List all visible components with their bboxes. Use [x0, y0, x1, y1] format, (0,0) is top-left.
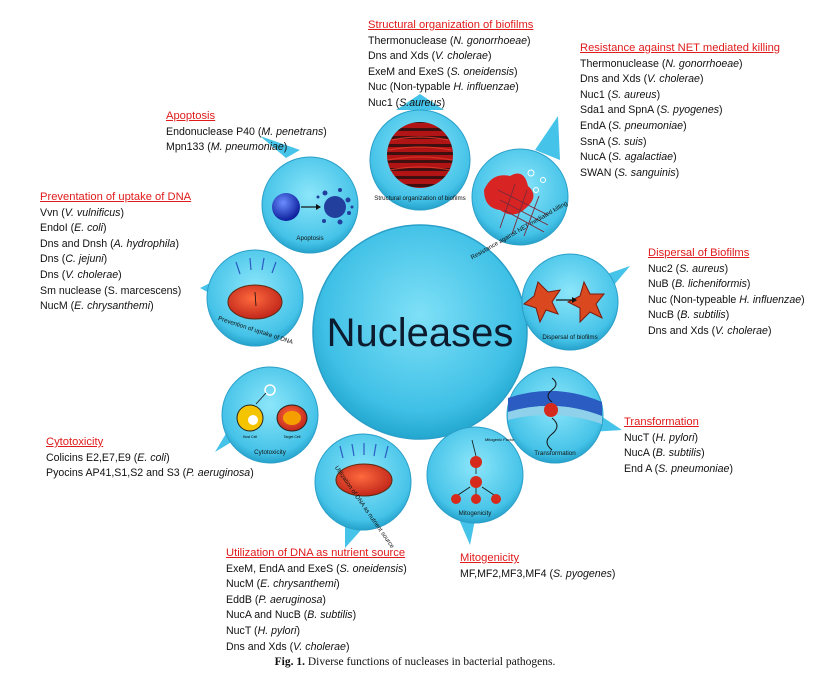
section-heading: Dispersal of Biofilms [648, 247, 750, 259]
nuclease-item: NucT (H. pylori) [624, 431, 698, 444]
mitogenicity-circle: Mitogenic Factor Mitogenicity [426, 426, 524, 545]
dispersal-circle: Dispersal of biofilms [521, 253, 630, 351]
nuclease-item: Thermonuclease (N. gonorrhoeae) [368, 34, 531, 47]
section-heading: Structural organization of biofilms [368, 19, 534, 31]
center-circle [312, 224, 528, 440]
nuclease-item: Mpn133 (M. pneumoniae) [166, 141, 288, 154]
biofilm-circle-label: Structural organization of biofilms [374, 195, 465, 202]
cytotoxicity-circle-label: Cytotoxicity [254, 449, 287, 456]
nuclease-item: SsnA (S. suis) [580, 135, 647, 148]
nuclease-item: Dns and Xds (V. cholerae) [368, 50, 492, 63]
nuclease-item: Endonuclease P40 (M. penetrans) [166, 125, 327, 138]
section-prevention: Preventation of uptake of DNA Vvn (V. vu… [40, 190, 191, 315]
caption-text: Diverse functions of nucleases in bacter… [307, 656, 556, 668]
caption-prefix: Fig. 1. [274, 656, 305, 668]
nuclease-item: NucB (B. subtilis) [648, 309, 730, 322]
nuclease-item: Vvn (V. vulnificus) [40, 206, 125, 219]
section-heading: Utilization of DNA as nutrient source [226, 547, 406, 559]
dispersal-circle-label: Dispersal of biofilms [542, 334, 597, 341]
section-heading: Preventation of uptake of DNA [40, 191, 192, 203]
prevention-circle: Prevention of uptake of DNA [200, 249, 304, 347]
nuclease-item: Dns and Xds (V. cholerae) [648, 324, 772, 337]
nuclease-item: Nuc1 (S.aureus) [368, 96, 446, 109]
nuclease-item: Sda1 and SpnA (S. pyogenes) [580, 104, 723, 117]
section-net: Resistance against NET mediated killing … [580, 41, 780, 181]
target-cell-label: Target Cell [284, 435, 301, 439]
section-heading: Mitogenicity [460, 552, 520, 564]
section-utilization: Utilization of DNA as nutrient source Ex… [226, 546, 407, 655]
cytotoxicity-circle: Host Cell Target Cell Cytotoxicity [215, 366, 319, 464]
section-heading: Apoptosis [166, 110, 216, 122]
section-heading: Transformation [624, 416, 699, 428]
nuclease-item: Dns and Xds (V. cholerae) [580, 73, 704, 86]
nuclease-item: Dns (V. cholerae) [40, 268, 122, 281]
nuclease-item: Dns and Dnsh (A. hydrophila) [40, 237, 179, 250]
net-circle: Resistance against NET mediated killing [470, 116, 569, 261]
nuclease-item: NuB (B. licheniformis) [648, 278, 751, 291]
nuclease-item: Dns (C. jejuni) [40, 253, 108, 266]
nuclease-item: Nuc1 (S. aureus) [580, 88, 661, 101]
center-label: Nucleases [327, 311, 514, 355]
nuclease-item: Nuc2 (S. aureus) [648, 262, 729, 275]
section-mitogenicity: Mitogenicity MF,MF2,MF3,MF4 (S. pyogenes… [460, 551, 615, 582]
apoptosis-circle-label: Apoptosis [296, 235, 323, 242]
transformation-circle-label: Transformation [534, 450, 576, 457]
section-heading: Resistance against NET mediated killing [580, 42, 781, 54]
nuclease-item: End A (S. pneumoniae) [624, 462, 733, 475]
nuclease-item: Sm nuclease (S. marcescens) [40, 284, 182, 297]
section-cytotoxicity: Cytotoxicity Colicins E2,E7,E9 (E. coli)… [46, 435, 254, 482]
nuclease-item: ExeM, EndA and ExeS (S. oneidensis) [226, 562, 407, 575]
nuclease-item: NucM (E. chrysanthemi) [40, 300, 154, 313]
host-cell-label: Host Cell [243, 435, 257, 439]
figure-caption: Fig. 1. Diverse functions of nucleases i… [0, 656, 830, 668]
section-dispersal: Dispersal of Biofilms Nuc2 (S. aureus) Nu… [648, 246, 805, 340]
nuclease-item: Colicins E2,E7,E9 (E. coli) [46, 451, 170, 464]
nuclease-item: MF,MF2,MF3,MF4 (S. pyogenes) [460, 567, 616, 580]
nuclease-item: Nuc (Non-typable H. influenzae) [368, 81, 519, 94]
nuclease-item: NucM (E. chrysanthemi) [226, 578, 340, 591]
apoptosis-circle: Apoptosis [260, 136, 359, 254]
nuclease-item: NucA and NucB (B. subtilis) [226, 609, 357, 622]
nuclease-item: Nuc (Non-typeable H. influenzae) [648, 293, 805, 306]
nuclease-item: Thermonuclease (N. gonorrhoeae) [580, 57, 743, 70]
section-biofilm: Structural organization of biofilms Ther… [368, 18, 533, 112]
nuclease-item: NucT (H. pylori) [226, 624, 300, 637]
mitogenicity-circle-label: Mitogenicity [459, 510, 493, 517]
nuclease-item: SWAN (S. sanguinis) [580, 166, 680, 179]
nuclease-item: Dns and Xds (V. cholerae) [226, 640, 350, 653]
nuclease-item: EndoI (E. coli) [40, 222, 107, 235]
nuclease-item: NucA (S. agalactiae) [580, 151, 677, 164]
section-transformation: Transformation NucT (H. pylori) NucA (B. … [624, 415, 733, 477]
section-heading: Cytotoxicity [46, 436, 104, 448]
nuclease-item: ExeM and ExeS (S. oneidensis) [368, 65, 518, 78]
nuclease-item: NucA (B. subtilis) [624, 447, 705, 460]
mitogenic-factor-label: Mitogenic Factor [485, 437, 515, 442]
transformation-circle: Transformation [506, 366, 622, 464]
section-apoptosis: Apoptosis Endonuclease P40 (M. penetrans… [166, 109, 327, 156]
biofilm-circle: Structural organization of biofilms [369, 94, 471, 211]
nuclease-item: EndA (S. pneumoniae) [580, 119, 687, 132]
nuclease-item: Pyocins AP41,S1,S2 and S3 (P. aeruginosa… [46, 467, 254, 480]
nuclease-item: EddB (P. aeruginosa) [226, 593, 326, 606]
utilization-circle: Utilization of DNA as nutrient source [314, 433, 412, 550]
